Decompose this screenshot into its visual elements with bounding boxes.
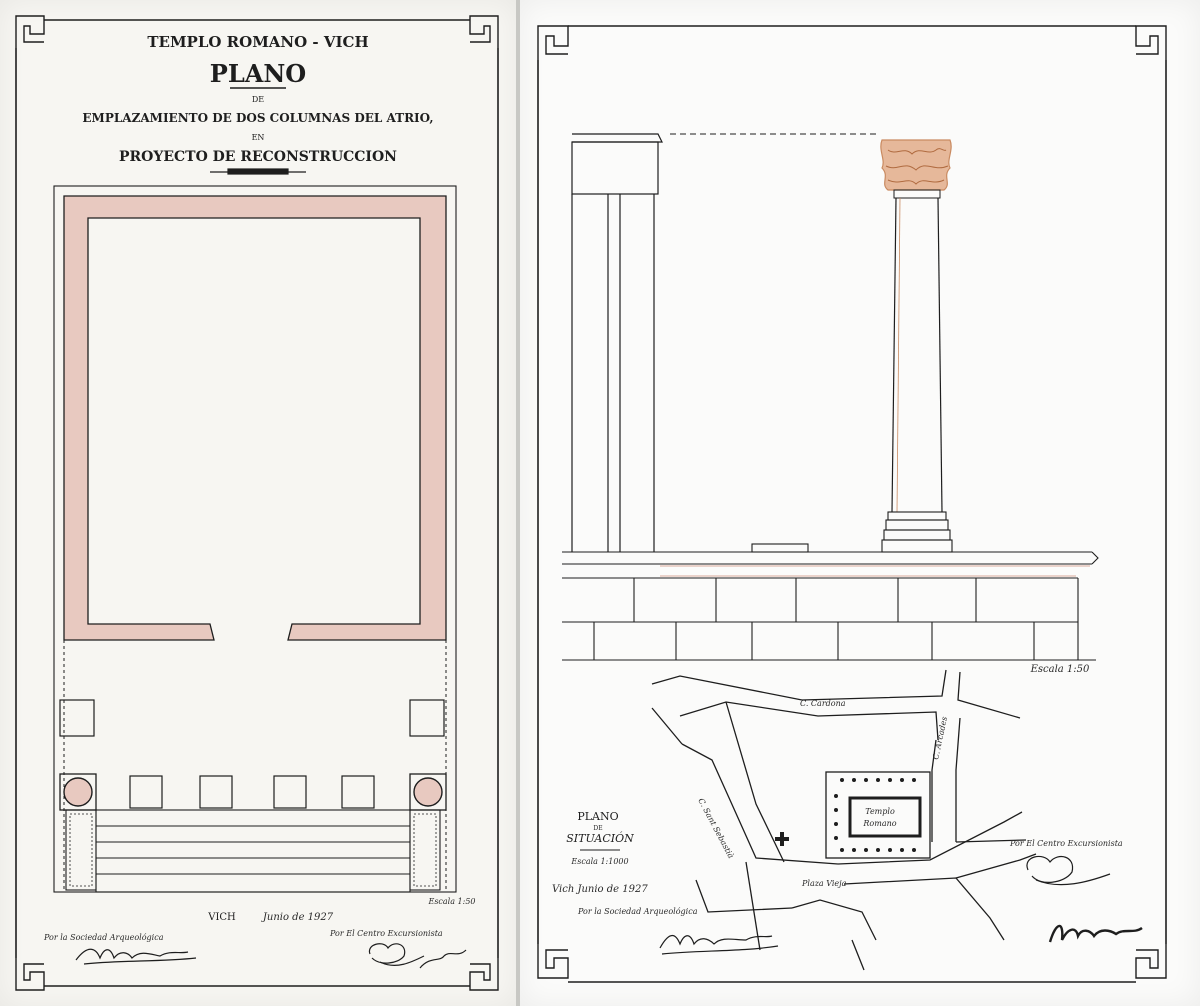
temple-steps (65, 809, 441, 893)
left-sheet: TEMPLO ROMANO - VICH PLANO DE EMPLAZAMIE… (0, 0, 516, 1006)
map-scale: Escala 1:1000 (570, 857, 628, 866)
temple-label-2: Romano (862, 819, 896, 828)
left-plan-drawing: TEMPLO ROMANO - VICH PLANO DE EMPLAZAMIE… (15, 15, 499, 991)
right-elevation-and-map: Escala 1:50 Templo Romano (537, 25, 1167, 983)
left-credit-right: Por El Centro Excursionista (329, 929, 443, 938)
title-plano: PLANO (210, 59, 306, 88)
corinthian-column (880, 139, 953, 553)
left-scale-label: Escala 1:50 (427, 897, 475, 906)
sheet-gap (516, 0, 520, 1006)
right-credit-right: Por El Centro Excursionista (1009, 839, 1123, 848)
map-de: DE (593, 825, 602, 832)
right-scale-label: Escala 1:50 (1030, 664, 1090, 675)
signature-map-right (1026, 855, 1111, 886)
title-line-3: EMPLAZAMIENTO DE DOS COLUMNAS DEL ATRIO, (82, 111, 433, 125)
signature-map-left (659, 934, 779, 955)
street-cardona: C. Cardona (800, 699, 846, 708)
signature-left (75, 948, 197, 965)
street-left: C. Sant Sebastià (696, 797, 735, 860)
right-date: Vich Junio de 1927 (552, 884, 648, 895)
temple-map-block: Templo Romano (825, 771, 931, 859)
left-place: VICH (207, 912, 236, 923)
map-title-2: SITUACIÓN (566, 831, 634, 845)
signature-right (368, 943, 467, 969)
cross-icon (775, 832, 789, 846)
greek-key-corner-icon (537, 25, 1167, 979)
anta-elevation (571, 133, 663, 552)
atrium-columns (59, 773, 447, 811)
street-right: C. Arcades (931, 716, 949, 761)
situation-map (651, 669, 1037, 971)
left-date: Junio de 1927 (261, 912, 334, 923)
temple-label-1: Templo (865, 807, 895, 816)
podium-elevation (562, 551, 1099, 661)
plaza-label: Plaza Vieja (801, 879, 847, 888)
right-sheet: Escala 1:50 Templo Romano (520, 0, 1200, 1006)
signature-map-bold (1048, 924, 1143, 943)
right-credit-left: Por la Sociedad Arqueológica (577, 907, 698, 916)
left-credit-left: Por la Sociedad Arqueológica (43, 933, 164, 942)
map-title: PLANO (577, 810, 618, 823)
title-de: DE (252, 95, 264, 104)
greek-key-corner-icon (15, 15, 499, 991)
title-line-5: PROYECTO DE RECONSTRUCCION (119, 149, 397, 165)
title-en: EN (252, 133, 265, 142)
cella-walls (63, 195, 447, 641)
title-line-1: TEMPLO ROMANO - VICH (147, 33, 368, 51)
